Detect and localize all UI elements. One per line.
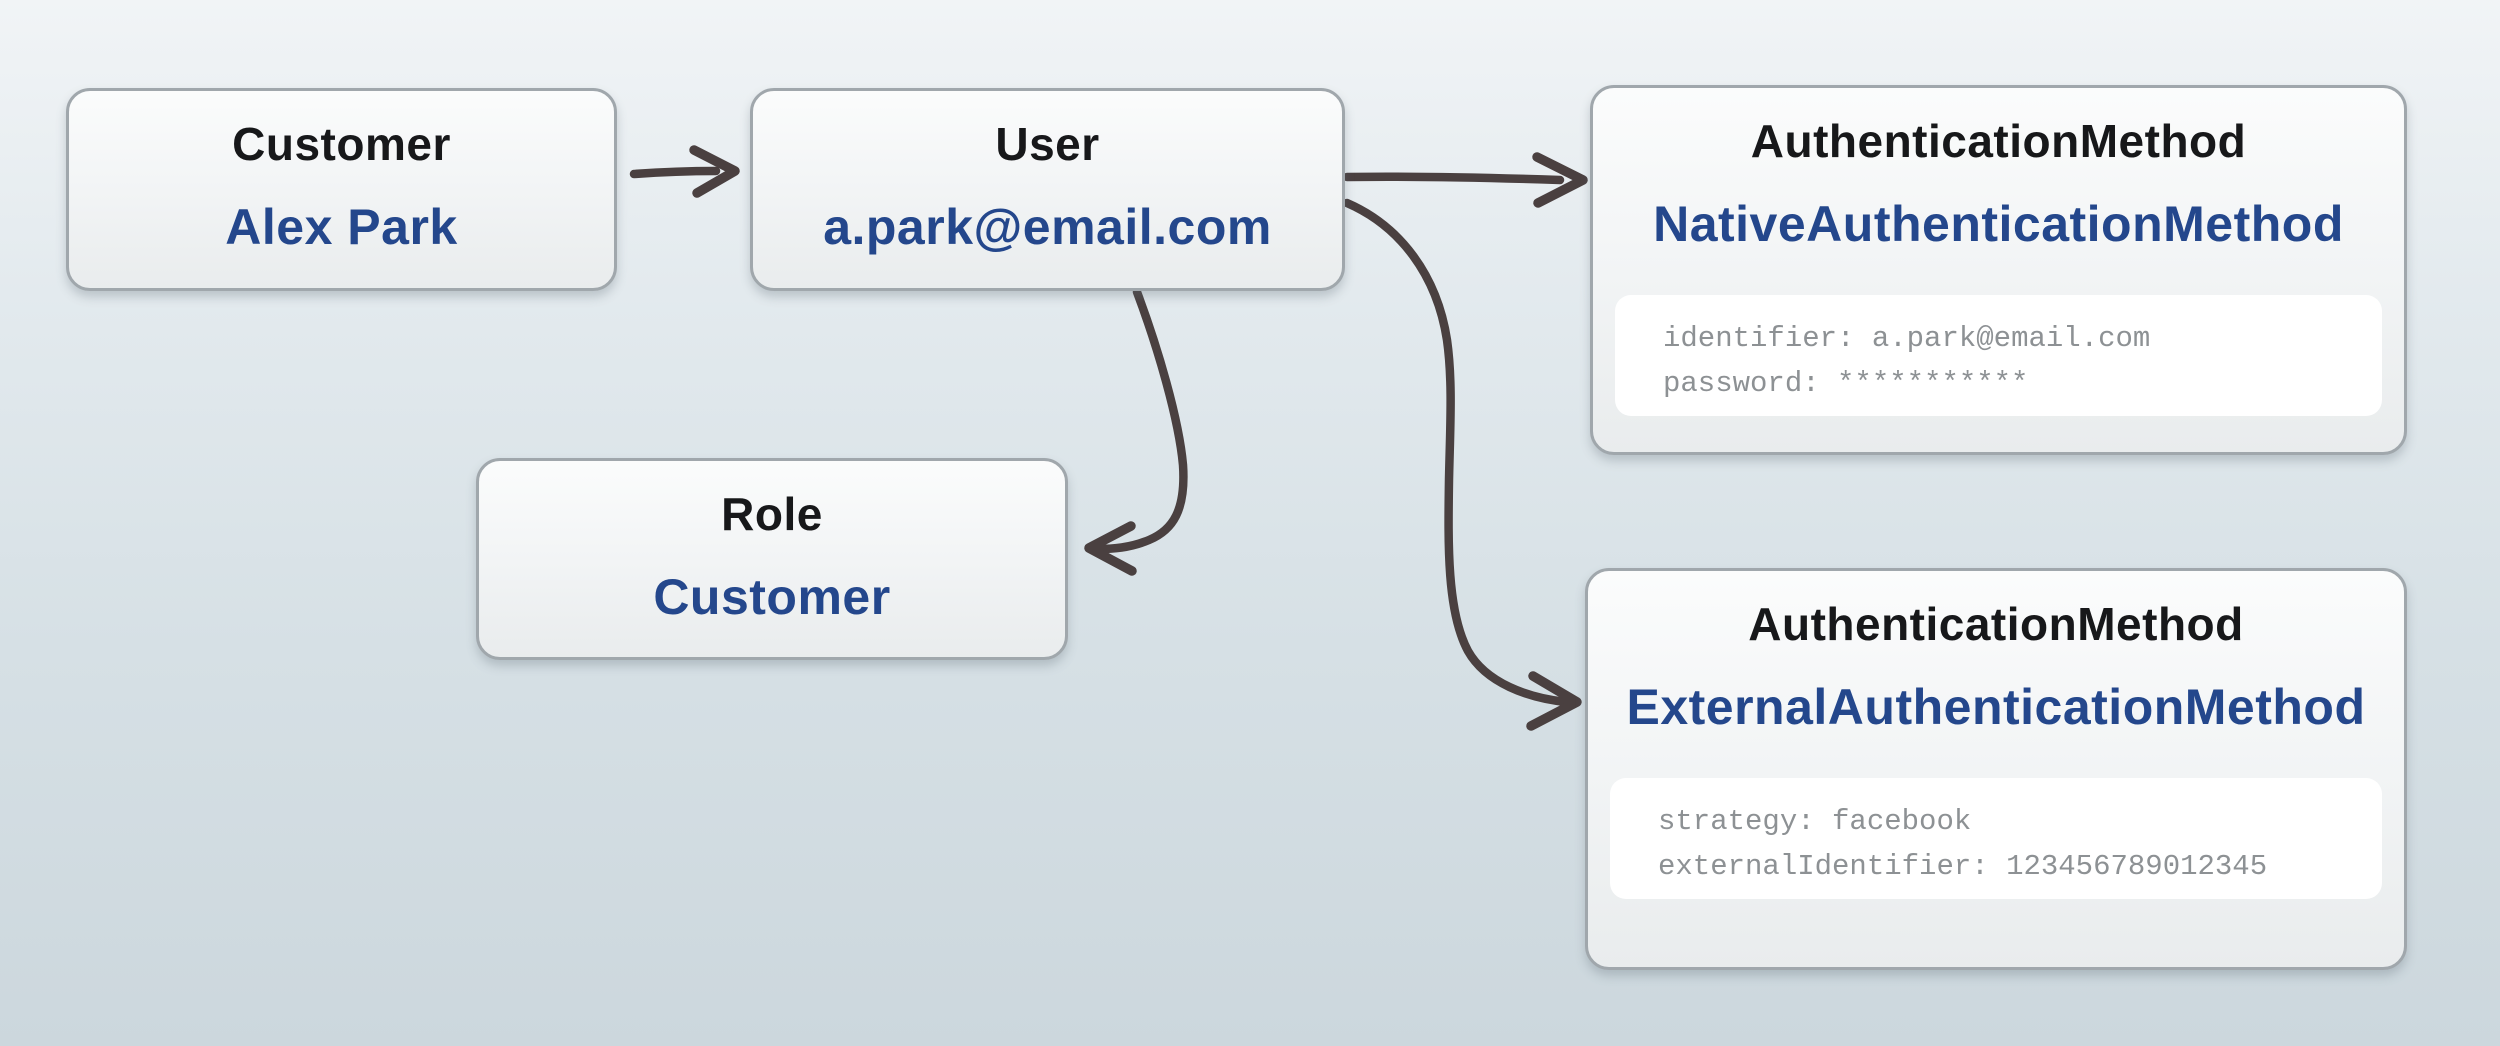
node-native-auth-title: AuthenticationMethod	[1750, 115, 2247, 167]
node-role-value: Customer	[653, 569, 891, 625]
field-key: externalIdentifier:	[1658, 850, 2007, 883]
field-value: facebook	[1832, 805, 1972, 838]
node-external-authentication-method: AuthenticationMethod ExternalAuthenticat…	[1585, 568, 2407, 970]
node-role-title: Role	[721, 488, 823, 540]
field-value: a.park@email.com	[1871, 322, 2151, 355]
node-external-auth-title: AuthenticationMethod	[1748, 598, 2244, 650]
node-native-authentication-method: AuthenticationMethod NativeAuthenticatio…	[1590, 85, 2407, 455]
node-customer-title: Customer	[232, 118, 451, 170]
field-line-identifier: identifier: a.park@email.com	[1663, 316, 2382, 361]
node-customer-value: Alex Park	[225, 199, 458, 255]
field-value: ***********	[1837, 367, 2029, 400]
field-key: identifier:	[1663, 322, 1872, 355]
node-native-auth-fields-panel: identifier: a.park@email.com password: *…	[1615, 295, 2382, 416]
node-external-auth-fields-panel: strategy: facebook externalIdentifier: 1…	[1610, 778, 2382, 899]
node-user-title: User	[995, 118, 1100, 170]
node-user-value: a.park@email.com	[823, 199, 1272, 255]
field-line-external-identifier: externalIdentifier: 123456789012345	[1658, 844, 2382, 889]
field-key: password:	[1663, 367, 1838, 400]
node-user: User a.park@email.com	[750, 88, 1345, 291]
node-native-auth-value: NativeAuthenticationMethod	[1653, 196, 2344, 252]
node-customer: Customer Alex Park	[66, 88, 617, 291]
field-line-password: password: ***********	[1663, 361, 2382, 406]
field-key: strategy:	[1658, 805, 1833, 838]
edge-user-to-external-auth-arrow	[1342, 198, 1582, 731]
node-external-auth-value: ExternalAuthenticationMethod	[1626, 679, 2366, 735]
edge-user-to-native-auth-arrow	[1342, 152, 1588, 208]
edge-customer-to-user-arrow	[629, 145, 740, 198]
edge-user-to-role-arrow	[1084, 287, 1188, 576]
field-value: 123456789012345	[2006, 850, 2268, 883]
field-line-strategy: strategy: facebook	[1658, 799, 2382, 844]
node-role: Role Customer	[476, 458, 1068, 660]
